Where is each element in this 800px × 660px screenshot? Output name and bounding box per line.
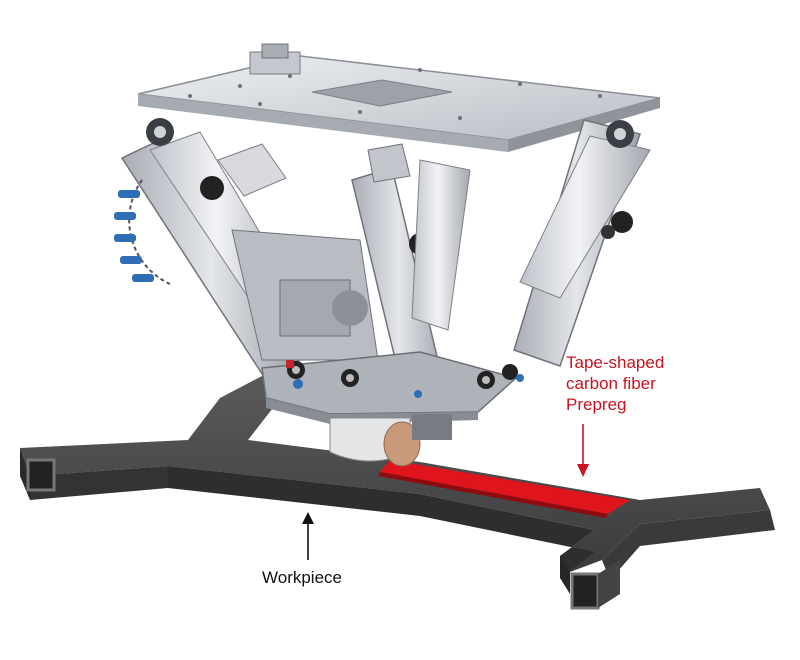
beam-end-left bbox=[26, 458, 56, 492]
prepreg-label-line3: Prepreg bbox=[566, 395, 627, 414]
prepreg-label-line2: carbon fiber bbox=[566, 374, 656, 393]
arrow-up-icon bbox=[302, 512, 314, 560]
prepreg-label: Tape-shaped carbon fiber Prepreg bbox=[566, 352, 664, 415]
workpiece bbox=[20, 376, 775, 610]
beam-end-right bbox=[570, 560, 620, 610]
parallel-robot bbox=[114, 43, 661, 467]
arrow-down-icon bbox=[577, 424, 589, 477]
prepreg-tape bbox=[380, 460, 630, 514]
roller-arc bbox=[114, 179, 171, 285]
workpiece-label: Workpiece bbox=[262, 568, 342, 587]
compaction-roller bbox=[329, 414, 452, 467]
prepreg-label-line1: Tape-shaped bbox=[566, 353, 665, 372]
